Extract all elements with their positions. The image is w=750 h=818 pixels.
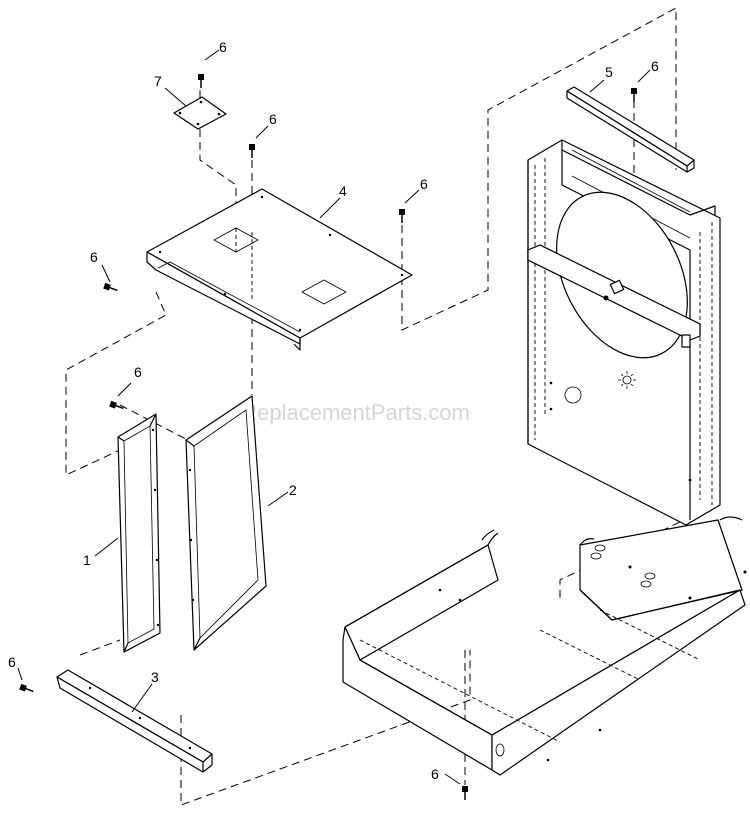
screw-icon [631,88,637,102]
callout-6: 6 [8,654,16,670]
part-7-cover-plate [173,96,227,130]
screw-icon [19,683,34,693]
callout-6: 6 [420,176,428,192]
callout-6: 6 [90,249,98,265]
callout-1: 1 [83,552,91,568]
callout-6: 6 [219,39,227,55]
callout-6: 6 [431,766,439,782]
screw-icon [399,209,405,223]
part-3-bottom-rail [56,669,213,773]
callout-3: 3 [151,669,159,685]
fan-shroud-frame [527,139,721,526]
part-2-wide-panel [185,395,267,651]
screw-icons [19,74,637,800]
screw-icon [103,282,118,292]
screw-icon [198,74,204,88]
callout-5: 5 [605,64,613,80]
callout-2: 2 [289,482,297,498]
part-4-top-panel [146,188,413,351]
callout-numbers: 7 6 6 4 6 6 6 5 6 2 1 3 6 6 [8,39,659,782]
part-1-narrow-panel [117,413,161,653]
screw-icon [462,786,468,800]
callout-4: 4 [339,183,347,199]
part-5-top-bracket [566,86,695,173]
callout-6: 6 [134,364,142,380]
screw-icon [249,144,255,158]
base-frame [342,516,747,776]
watermark-text: eReplacementParts.com [229,400,470,425]
callout-6: 6 [651,58,659,74]
callout-7: 7 [154,73,162,89]
screw-icon [109,400,124,410]
leader-lines [17,49,651,785]
callout-6: 6 [269,111,277,127]
